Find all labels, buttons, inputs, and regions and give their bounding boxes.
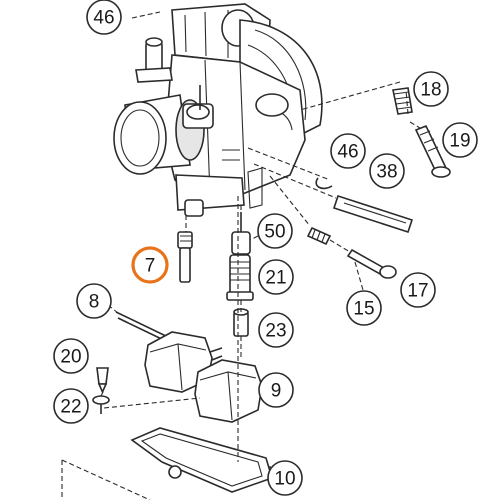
- callout-7-highlighted: 7: [131, 246, 169, 284]
- callout-layer: 46 18 19 46 38 50 7 21 17 15 8 23 20 9 22 10: [53, 0, 478, 496]
- callout-circle: [413, 71, 449, 107]
- carburetor-body: [113, 3, 323, 217]
- callout-circle: [369, 153, 405, 189]
- part-22-screw: [92, 395, 110, 414]
- callout-46: 46: [330, 133, 366, 169]
- callout-label: 7: [145, 256, 156, 277]
- callout-label: 21: [265, 268, 286, 289]
- part-50-jet: [231, 212, 251, 255]
- callout-circle: [76, 283, 112, 319]
- callout-38: 38: [369, 153, 405, 189]
- callout-23: 23: [258, 312, 294, 348]
- callout-9: 9: [258, 372, 294, 408]
- callout-19: 19: [442, 122, 478, 158]
- part-21-needle-jet: [226, 254, 254, 301]
- callout-label: 17: [407, 281, 428, 302]
- callout-circle: [258, 312, 294, 348]
- callout-label: 23: [265, 321, 286, 342]
- callout-label: 8: [89, 292, 100, 313]
- callout-circle: [131, 246, 169, 284]
- callout-label: 46: [93, 8, 114, 29]
- callout-circle: [53, 388, 89, 424]
- part-17-screw: [346, 248, 397, 279]
- callout-circle: [330, 133, 366, 169]
- callout-8: 8: [76, 283, 112, 319]
- callout-50: 50: [257, 213, 293, 249]
- callout-circle: [346, 290, 382, 326]
- callout-20: 20: [53, 338, 89, 374]
- callout-18: 18: [413, 71, 449, 107]
- callout-15: 15: [346, 290, 382, 326]
- callout-label: 18: [420, 80, 441, 101]
- callout-label: 19: [449, 131, 470, 152]
- callout-circle: [400, 272, 436, 308]
- callout-label: 9: [271, 381, 282, 402]
- part-18-spring: [392, 87, 413, 115]
- callout-circle: [86, 0, 122, 35]
- part-7-jet: [177, 231, 193, 283]
- callout-46: 46: [86, 0, 122, 35]
- callout-label: 20: [60, 347, 81, 368]
- callout-label: 46: [337, 142, 358, 163]
- part-20-float-needle: [96, 367, 109, 394]
- callout-label: 50: [264, 222, 285, 243]
- callout-label: 22: [60, 397, 81, 418]
- part-9-floats: [144, 331, 263, 423]
- callout-circle: [257, 213, 293, 249]
- callout-21: 21: [258, 259, 294, 295]
- callout-10: 10: [267, 460, 303, 496]
- callout-label: 15: [353, 299, 374, 320]
- callout-circle: [258, 259, 294, 295]
- part-10-gasket: [130, 427, 273, 493]
- callout-circle: [258, 372, 294, 408]
- part-15-idle-screw: [306, 226, 332, 246]
- callout-circle: [267, 460, 303, 496]
- callout-label: 10: [274, 469, 295, 490]
- callout-circle: [53, 338, 89, 374]
- part-19-screw: [414, 124, 451, 178]
- part-46-clip: [315, 177, 333, 190]
- part-38-plate: [332, 194, 414, 234]
- part-23-main-jet: [233, 308, 249, 337]
- callout-circle: [442, 122, 478, 158]
- callout-22: 22: [53, 388, 89, 424]
- callout-label: 38: [376, 162, 397, 183]
- callout-17: 17: [400, 272, 436, 308]
